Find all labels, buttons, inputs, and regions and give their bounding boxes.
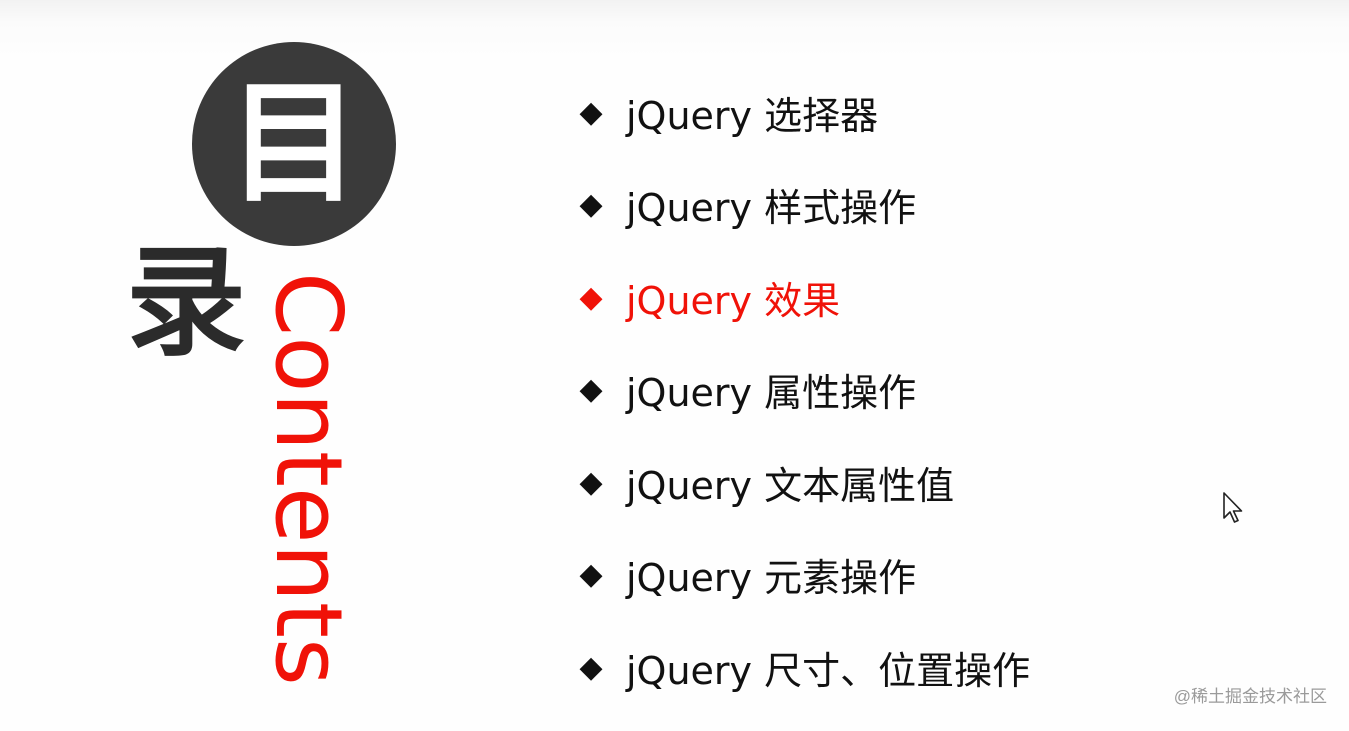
- menu-item-text-attr-values[interactable]: ◆ jQuery 文本属性值: [572, 436, 1030, 529]
- contents-menu: ◆ jQuery 选择器 ◆ jQuery 样式操作 ◆ jQuery 效果 ◆…: [572, 66, 1030, 714]
- menu-item-label: jQuery 样式操作: [626, 186, 917, 231]
- title-char-1: 目: [228, 67, 360, 221]
- menu-item-label: jQuery 尺寸、位置操作: [626, 648, 1031, 693]
- contents-subtitle-text: Contents: [255, 272, 362, 686]
- menu-item-selectors[interactable]: ◆ jQuery 选择器: [572, 66, 1030, 159]
- diamond-bullet-icon: ◆: [579, 187, 603, 223]
- diamond-bullet-icon: ◆: [579, 279, 603, 315]
- menu-item-label: jQuery 效果: [626, 278, 841, 323]
- title-char-2: 录: [126, 234, 246, 373]
- title-circle: 目: [192, 42, 396, 246]
- contents-subtitle: Contents: [255, 272, 362, 702]
- menu-item-label: jQuery 选择器: [626, 93, 879, 138]
- menu-item-style-ops[interactable]: ◆ jQuery 样式操作: [572, 159, 1030, 252]
- mouse-pointer-icon: [1223, 492, 1243, 523]
- diamond-bullet-icon: ◆: [579, 464, 603, 500]
- menu-item-attr-ops[interactable]: ◆ jQuery 属性操作: [572, 344, 1030, 437]
- diamond-bullet-icon: ◆: [579, 94, 603, 130]
- diamond-bullet-icon: ◆: [579, 649, 603, 685]
- menu-item-effects[interactable]: ◆ jQuery 效果: [572, 251, 1030, 344]
- diamond-bullet-icon: ◆: [579, 372, 603, 408]
- watermark: @稀土掘金技术社区: [1173, 687, 1327, 706]
- menu-item-element-ops[interactable]: ◆ jQuery 元素操作: [572, 529, 1030, 622]
- diamond-bullet-icon: ◆: [579, 557, 603, 593]
- menu-item-label: jQuery 属性操作: [626, 371, 917, 416]
- menu-item-label: jQuery 元素操作: [626, 556, 917, 601]
- menu-item-size-position-ops[interactable]: ◆ jQuery 尺寸、位置操作: [572, 621, 1030, 714]
- menu-item-label: jQuery 文本属性值: [626, 463, 955, 508]
